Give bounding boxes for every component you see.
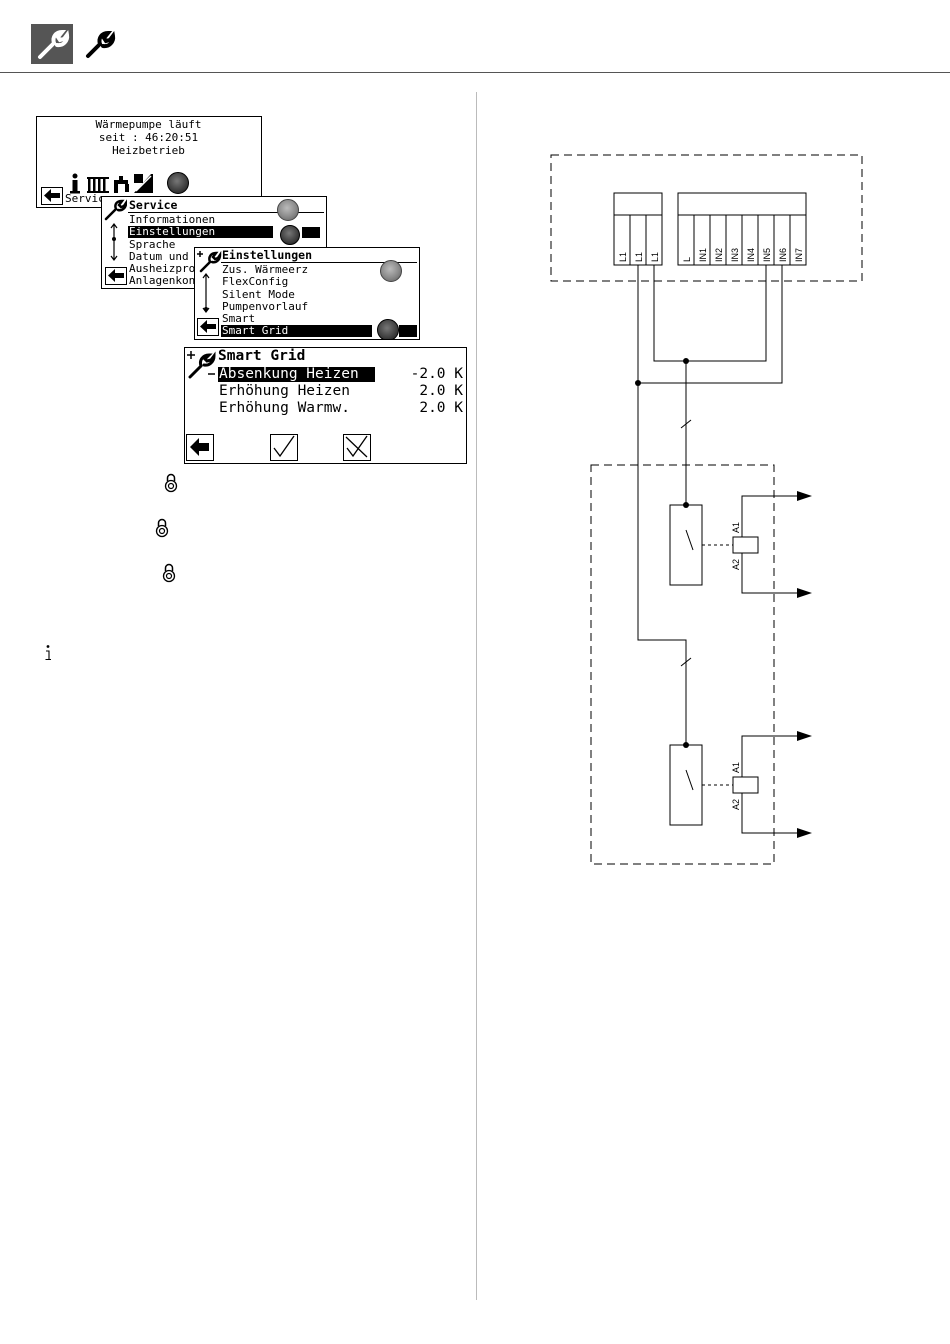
main-screen: Wärmepumpe läuft seit : 46:20:51 Heizbet… xyxy=(36,116,262,208)
back-button[interactable] xyxy=(186,434,214,461)
smart-grid-screen: Smart Grid Absenkung Heizen -2.0 K Erhöh… xyxy=(184,347,467,464)
back-arrow-icon xyxy=(190,438,209,456)
wrench-icon xyxy=(104,199,127,221)
relay-unit-boundary xyxy=(590,464,775,865)
terminal-label: IN2 xyxy=(714,248,724,262)
cancel-icon xyxy=(345,435,368,458)
setting-label-selected[interactable]: Absenkung Heizen xyxy=(218,367,375,382)
lock-icon xyxy=(164,473,178,493)
menu-item[interactable]: Datum und xyxy=(129,250,189,263)
info-icon xyxy=(70,173,80,194)
column-divider xyxy=(476,92,477,1300)
menu-item[interactable]: Informationen xyxy=(129,213,216,226)
control-unit-boundary xyxy=(550,154,863,282)
back-button[interactable] xyxy=(105,267,127,285)
radiator-icon xyxy=(87,177,109,193)
menu-item[interactable]: Pumpenvorlauf xyxy=(222,300,309,313)
header-icon-box xyxy=(31,24,73,64)
setting-value[interactable]: -2.0 K xyxy=(410,366,463,382)
confirm-button[interactable] xyxy=(270,434,298,461)
scroll-indicator xyxy=(202,273,210,313)
dial-icon[interactable] xyxy=(377,319,399,339)
screen-title: Einstellungen xyxy=(222,248,313,262)
terminal-label: IN7 xyxy=(794,248,804,262)
relay-label: A2 xyxy=(731,559,741,570)
runtime-line: seit : 46:20:51 xyxy=(98,131,199,144)
terminal-label: L1 xyxy=(634,252,644,262)
setting-label[interactable]: Erhöhung Warmw. xyxy=(219,400,350,416)
dial-icon[interactable] xyxy=(280,225,300,245)
footer-label: Servic xyxy=(65,192,105,205)
scroll-indicator xyxy=(110,223,118,261)
wrench-icon xyxy=(84,28,116,64)
relay-label: A1 xyxy=(731,762,741,773)
menu-item[interactable]: Zus. Wärmeerz xyxy=(222,263,309,276)
setting-value[interactable]: 2.0 K xyxy=(419,383,463,399)
wrench-icon xyxy=(197,250,222,273)
wrench-icon xyxy=(187,351,216,379)
solar-icon xyxy=(134,174,153,193)
screen-title: Service xyxy=(129,198,178,212)
header-rule xyxy=(0,72,950,73)
lock-icon xyxy=(162,563,176,583)
menu-item[interactable]: Sprache xyxy=(129,238,176,251)
menu-item[interactable]: Ausheizpro xyxy=(129,262,196,275)
terminal-label: IN6 xyxy=(778,248,788,262)
terminal-label: IN5 xyxy=(762,248,772,262)
terminal-label: L1 xyxy=(650,252,660,262)
terminal-label: IN1 xyxy=(698,248,708,262)
mode-line: Heizbetrieb xyxy=(112,144,185,157)
terminal-label: IN4 xyxy=(746,248,756,262)
dial-icon[interactable] xyxy=(277,199,299,221)
dial-icon[interactable] xyxy=(167,172,189,194)
info-icon xyxy=(45,645,51,661)
back-arrow-icon xyxy=(44,189,60,202)
wrench-icon xyxy=(38,29,70,59)
setting-label[interactable]: Erhöhung Heizen xyxy=(219,383,350,399)
cancel-button[interactable] xyxy=(343,434,371,461)
terminal-label: L xyxy=(682,257,692,262)
settings-screen: Einstellungen Zus. Wärmeerz FlexConfig S… xyxy=(194,247,420,340)
back-arrow-icon xyxy=(200,320,216,333)
menu-item[interactable]: FlexConfig xyxy=(222,275,289,288)
menu-item[interactable]: Anlagenkon xyxy=(129,274,196,287)
back-button[interactable] xyxy=(197,318,219,336)
terminal-label: IN3 xyxy=(730,248,740,262)
setting-value[interactable]: 2.0 K xyxy=(419,400,463,416)
wiring-diagram: L1 L1 L1 L IN1 IN2 IN3 IN4 IN5 IN6 IN7 A… xyxy=(550,154,863,865)
menu-item-selected[interactable]: Smart Grid xyxy=(221,325,372,337)
menu-item[interactable]: Smart xyxy=(222,312,256,325)
screen-title: Smart Grid xyxy=(218,348,306,364)
terminal-label: L1 xyxy=(618,252,628,262)
checkmark-icon xyxy=(273,435,295,458)
status-line: Wärmepumpe läuft xyxy=(95,118,202,131)
relay-label: A1 xyxy=(731,522,741,533)
back-arrow-icon xyxy=(108,269,124,282)
menu-item[interactable]: Silent Mode xyxy=(222,288,295,301)
back-button[interactable] xyxy=(41,187,63,205)
lock-icon xyxy=(155,518,169,538)
menu-item-selected[interactable]: Einstellungen xyxy=(128,226,273,238)
relay-label: A2 xyxy=(731,799,741,810)
tap-icon xyxy=(114,176,129,193)
dial-icon[interactable] xyxy=(380,260,402,282)
